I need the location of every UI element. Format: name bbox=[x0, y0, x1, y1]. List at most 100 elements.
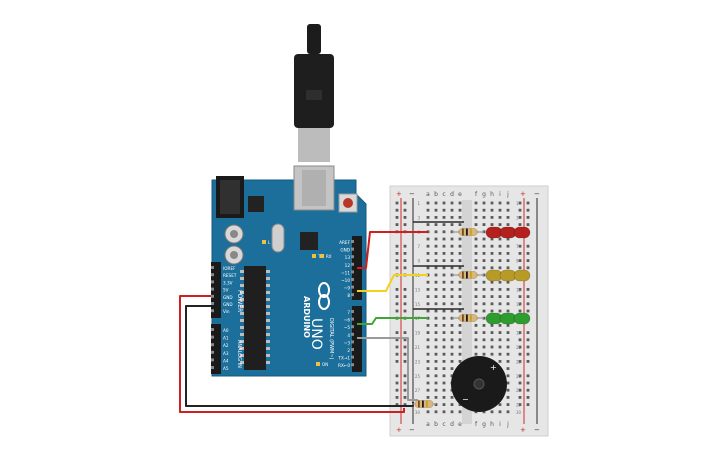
breadboard-hole[interactable] bbox=[426, 288, 430, 291]
breadboard-hole[interactable] bbox=[426, 259, 430, 262]
breadboard-hole[interactable] bbox=[482, 309, 486, 313]
breadboard-hole[interactable] bbox=[434, 266, 438, 270]
breadboard-hole[interactable] bbox=[426, 374, 430, 378]
breadboard-hole[interactable] bbox=[458, 331, 462, 334]
breadboard-hole[interactable] bbox=[474, 345, 478, 349]
breadboard-hole[interactable] bbox=[442, 288, 446, 291]
breadboard-hole[interactable] bbox=[442, 273, 446, 277]
rail-hole[interactable] bbox=[518, 201, 522, 205]
rail-hole[interactable] bbox=[395, 331, 399, 334]
header-pin[interactable] bbox=[351, 317, 354, 321]
rail-hole[interactable] bbox=[395, 374, 399, 378]
breadboard-hole[interactable] bbox=[458, 309, 462, 313]
rail-hole[interactable] bbox=[518, 403, 522, 406]
breadboard-hole[interactable] bbox=[434, 352, 438, 356]
breadboard-hole[interactable] bbox=[450, 216, 454, 219]
breadboard-hole[interactable] bbox=[490, 295, 494, 298]
breadboard-hole[interactable] bbox=[498, 237, 502, 241]
rail-hole[interactable] bbox=[395, 288, 399, 291]
breadboard-hole[interactable] bbox=[450, 288, 454, 291]
breadboard-hole[interactable] bbox=[482, 244, 486, 248]
rail-hole[interactable] bbox=[403, 252, 407, 255]
breadboard-hole[interactable] bbox=[458, 338, 462, 342]
rail-hole[interactable] bbox=[403, 403, 407, 406]
breadboard-hole[interactable] bbox=[426, 338, 430, 342]
breadboard-hole[interactable] bbox=[426, 302, 430, 306]
analog-header[interactable] bbox=[211, 324, 221, 374]
led-red[interactable] bbox=[513, 226, 531, 239]
breadboard-hole[interactable] bbox=[506, 331, 510, 334]
breadboard-hole[interactable] bbox=[434, 360, 438, 363]
breadboard-hole[interactable] bbox=[426, 396, 430, 399]
header-pin[interactable] bbox=[211, 287, 214, 291]
rail-hole[interactable] bbox=[518, 396, 522, 399]
breadboard-hole[interactable] bbox=[490, 208, 494, 212]
breadboard-hole[interactable] bbox=[442, 367, 446, 370]
breadboard-hole[interactable] bbox=[482, 331, 486, 334]
led-yellow[interactable] bbox=[499, 269, 517, 282]
breadboard-hole[interactable] bbox=[474, 280, 478, 284]
rail-hole[interactable] bbox=[518, 309, 522, 313]
breadboard-hole[interactable] bbox=[450, 295, 454, 298]
breadboard-hole[interactable] bbox=[482, 201, 486, 205]
rail-hole[interactable] bbox=[403, 259, 407, 262]
rail-hole[interactable] bbox=[518, 223, 522, 226]
rail-hole[interactable] bbox=[403, 374, 407, 378]
breadboard-hole[interactable] bbox=[482, 338, 486, 342]
breadboard-hole[interactable] bbox=[482, 295, 486, 298]
breadboard-hole[interactable] bbox=[506, 403, 510, 406]
breadboard-hole[interactable] bbox=[450, 396, 454, 399]
rail-hole[interactable] bbox=[518, 374, 522, 378]
wire-red-5v[interactable] bbox=[179, 295, 405, 413]
breadboard-hole[interactable] bbox=[506, 201, 510, 205]
breadboard-hole[interactable] bbox=[442, 381, 446, 385]
rail-hole[interactable] bbox=[403, 352, 407, 356]
breadboard-hole[interactable] bbox=[506, 237, 510, 241]
breadboard-hole[interactable] bbox=[458, 266, 462, 270]
breadboard-hole[interactable] bbox=[506, 259, 510, 262]
breadboard-hole[interactable] bbox=[426, 201, 430, 205]
breadboard-hole[interactable] bbox=[426, 244, 430, 248]
rail-hole[interactable] bbox=[526, 266, 530, 270]
breadboard-hole[interactable] bbox=[506, 367, 510, 370]
breadboard-hole[interactable] bbox=[490, 252, 494, 255]
breadboard-hole[interactable] bbox=[482, 288, 486, 291]
breadboard-hole[interactable] bbox=[426, 331, 430, 334]
breadboard-hole[interactable] bbox=[442, 252, 446, 255]
rail-hole[interactable] bbox=[526, 252, 530, 255]
breadboard-hole[interactable] bbox=[434, 302, 438, 306]
breadboard-hole[interactable] bbox=[498, 331, 502, 334]
breadboard-hole[interactable] bbox=[434, 259, 438, 262]
breadboard-hole[interactable] bbox=[490, 280, 494, 284]
header-pin[interactable] bbox=[211, 350, 214, 354]
breadboard-hole[interactable] bbox=[490, 216, 494, 219]
breadboard-hole[interactable] bbox=[498, 309, 502, 313]
breadboard-hole[interactable] bbox=[450, 237, 454, 241]
breadboard-hole[interactable] bbox=[498, 259, 502, 262]
breadboard-hole[interactable] bbox=[458, 345, 462, 349]
breadboard-hole[interactable] bbox=[474, 331, 478, 334]
resistor[interactable] bbox=[458, 314, 478, 322]
rail-hole[interactable] bbox=[518, 360, 522, 363]
header-pin[interactable] bbox=[351, 262, 354, 266]
breadboard-hole[interactable] bbox=[434, 273, 438, 277]
breadboard-hole[interactable] bbox=[498, 216, 502, 219]
breadboard-hole[interactable] bbox=[426, 266, 430, 270]
breadboard-hole[interactable] bbox=[434, 331, 438, 334]
breadboard-hole[interactable] bbox=[490, 237, 494, 241]
rail-hole[interactable] bbox=[526, 352, 530, 356]
led-red[interactable] bbox=[485, 226, 503, 239]
rail-hole[interactable] bbox=[395, 345, 399, 349]
rail-hole[interactable] bbox=[526, 208, 530, 212]
breadboard-hole[interactable] bbox=[434, 324, 438, 327]
breadboard-hole[interactable] bbox=[506, 324, 510, 327]
breadboard-hole[interactable] bbox=[442, 259, 446, 262]
breadboard-hole[interactable] bbox=[442, 295, 446, 298]
rail-hole[interactable] bbox=[526, 345, 530, 349]
breadboard-hole[interactable] bbox=[450, 302, 454, 306]
breadboard-hole[interactable] bbox=[442, 410, 446, 414]
rail-hole[interactable] bbox=[526, 388, 530, 392]
breadboard-hole[interactable] bbox=[426, 410, 430, 414]
breadboard-hole[interactable] bbox=[506, 302, 510, 306]
